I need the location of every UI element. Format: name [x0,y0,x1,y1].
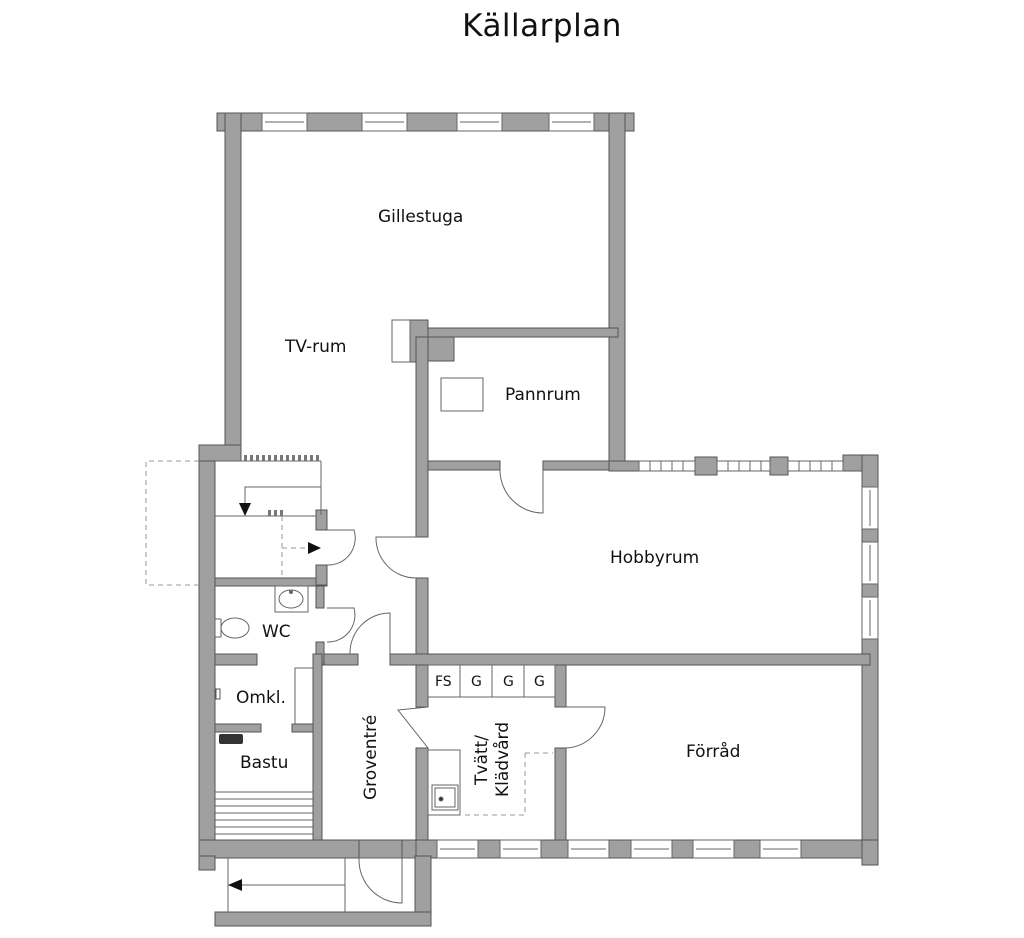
room-label-gillestuga: Gillestuga [378,207,464,227]
sauna-heater-icon [219,734,243,744]
appliance-label-fs: FS [435,674,452,690]
arrow-head-right [308,542,321,554]
utility-sink-icon [427,749,461,816]
appliance-label-g1: G [471,674,482,690]
boiler [440,377,484,412]
toilet-icon [214,617,250,639]
stair-arrow-icon [215,460,322,517]
room-label-groventre: Groventré [361,714,381,800]
room-label-wc: WC [262,622,291,642]
room-label-omkl: Omkl. [236,688,286,708]
room-label-kladvard: Klädvård [493,721,513,797]
chimney-outline [391,319,411,363]
window-icon [261,112,879,859]
entry-stairs [227,858,346,912]
stair-arrow-head [239,503,251,516]
room-label-tvatt: Tvätt/ [472,735,492,785]
room-label-pannrum: Pannrum [505,385,581,405]
door-swing-icon [326,469,606,904]
stair-treads [244,455,319,516]
glazing-mullions [649,461,833,471]
page-title: Källarplan [462,8,622,44]
appliance-label-g2: G [503,674,514,690]
sauna-benches [215,791,313,835]
dashed-outline [145,460,553,816]
room-label-tv-rum: TV-rum [285,337,347,357]
appliance-label-g3: G [534,674,545,690]
sink-icon [274,585,309,613]
appliance-row [427,664,556,698]
stair-arrow-left [228,879,242,891]
room-label-hobbyrum: Hobbyrum [610,548,700,568]
room-label-bastu: Bastu [240,753,289,773]
room-label-forrad: Förråd [686,742,741,762]
hook-icon [215,688,221,700]
walls [198,112,879,927]
